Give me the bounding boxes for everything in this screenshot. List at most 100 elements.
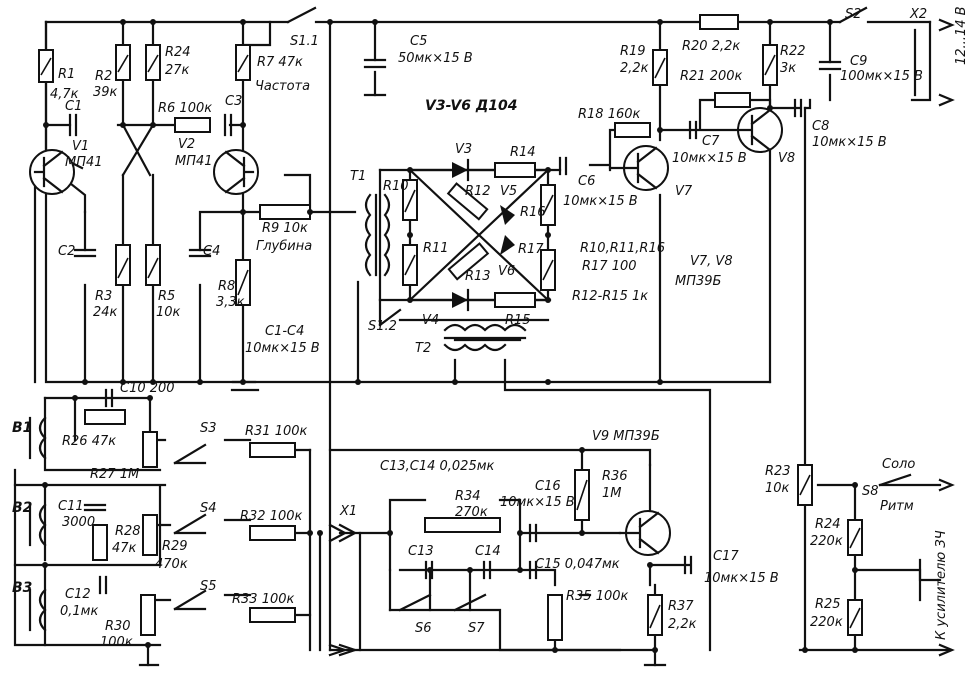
pickup-b1 [38, 416, 47, 460]
x1-connector [328, 523, 358, 543]
label-r28: R28 [115, 524, 141, 539]
label-c11-value: 3000 [62, 515, 95, 530]
label-c16-value: 10мк×15 В [500, 495, 575, 510]
label-r34: R34 [455, 489, 481, 504]
resistor-r29 [142, 514, 158, 556]
transformer-t1-primary [364, 193, 372, 277]
label-c15: C15 0,047мк [535, 557, 620, 572]
label-r36: R36 [602, 469, 628, 484]
capacitor-c16 [528, 523, 538, 543]
label-r2: R2 [95, 69, 112, 84]
resistor-r21 [714, 92, 751, 108]
label-c13-c14: C13,C14 0,025мк [380, 459, 495, 474]
switch-s6 [398, 593, 432, 612]
switch-s7 [453, 593, 487, 612]
switch-s4 [173, 513, 207, 535]
resistor-r20 [699, 14, 739, 30]
capacitors [68, 58, 842, 595]
label-s8: S8 [862, 484, 879, 499]
label-b1: B1 [12, 420, 32, 436]
resistor-r12 [446, 182, 489, 221]
transistor-v1 [29, 149, 75, 195]
label-s7: S7 [468, 621, 485, 636]
resistor-r15 [494, 292, 536, 308]
switch-s8 [878, 473, 912, 487]
label-r14: R14 [510, 145, 536, 160]
resistor-r26 [84, 409, 126, 425]
resistor-r28 [92, 524, 108, 561]
resistor-r32 [249, 525, 296, 541]
label-c5: C5 [410, 34, 427, 49]
label-c5-value: 50мк×15 В [398, 51, 473, 66]
label-r34-value: 270к [455, 505, 488, 520]
label-s11: S1.1 [290, 34, 319, 49]
label-r10: R10 [383, 179, 409, 194]
diode-v4 [452, 292, 468, 308]
pickups [28, 416, 47, 632]
resistor-r35 [547, 594, 563, 641]
resistor-r34 [424, 517, 501, 533]
label-x1: X1 [339, 504, 357, 519]
label-to-amplifier: К усилителю ЗЧ [934, 530, 949, 640]
label-x2: X2 [909, 7, 927, 22]
output-terminals [938, 478, 955, 657]
label-r12: R12 [465, 184, 491, 199]
label-c10: C10 200 [120, 381, 175, 396]
label-c1-c4: C1-C4 [265, 324, 304, 339]
resistor-r18 [614, 122, 651, 138]
capacitor-c6 [558, 156, 568, 176]
label-v9: V9 МП39Б [592, 429, 660, 444]
label-c14: C14 [475, 544, 501, 559]
capacitor-c3 [223, 113, 233, 137]
label-r30: R30 [105, 619, 131, 634]
label-r11: R11 [423, 241, 449, 256]
label-t2: T2 [415, 341, 431, 356]
resistor-r3 [115, 244, 131, 286]
label-depth: Глубина [256, 239, 312, 254]
capacitor-c12 [98, 575, 108, 595]
switch-s12 [378, 308, 402, 327]
label-r26: R26 47к [62, 434, 116, 449]
label-c17: C17 [713, 549, 739, 564]
label-r24b: R24 [815, 517, 841, 532]
capacitor-c5 [363, 58, 387, 69]
diodes [452, 158, 515, 312]
label-s3: S3 [200, 421, 217, 436]
label-v7-v8-type: МП39Б [675, 274, 722, 289]
label-v5: V5 [500, 184, 517, 199]
resistor-r5 [145, 244, 161, 286]
pickup-b2 [38, 503, 47, 547]
label-r7: R7 47к [257, 55, 303, 70]
transformers [364, 193, 527, 352]
capacitor-c4 [188, 248, 212, 258]
resistor-r9 [259, 204, 311, 220]
label-r3: R3 [95, 289, 112, 304]
label-c9: C9 [850, 54, 867, 69]
label-s4: S4 [200, 501, 217, 516]
label-s2: S2 [845, 7, 862, 22]
x2-terminals [938, 18, 955, 107]
label-r17: R17 [518, 242, 544, 257]
label-c9-value: 100мк×15 В [840, 69, 923, 84]
switch-s5 [173, 589, 207, 611]
label-r3-value: 24к [93, 305, 118, 320]
label-r28-value: 47к [112, 541, 137, 556]
label-r27: R27 1М [90, 467, 139, 482]
label-r24: R24 [165, 45, 191, 60]
label-r13: R13 [465, 269, 491, 284]
label-v3-v6: V3-V6 Д104 [425, 98, 518, 114]
label-r1: R1 [58, 67, 75, 82]
label-b3: B3 [12, 580, 32, 596]
label-t1: T1 [350, 169, 366, 184]
component-labels: R1 4,7к R2 39к R24 27к R6 100к R7 47к Ча… [12, 6, 969, 650]
label-r23-value: 10к [765, 481, 790, 496]
label-c3: C3 [225, 94, 242, 109]
diode-v5 [500, 205, 515, 225]
capacitor-c1 [68, 113, 78, 137]
label-r24b-value: 220к [810, 534, 843, 549]
label-solo: Соло [882, 457, 915, 472]
label-v1: V1 [72, 139, 89, 154]
label-r24-value: 27к [165, 63, 190, 78]
switch-s11 [286, 6, 317, 24]
